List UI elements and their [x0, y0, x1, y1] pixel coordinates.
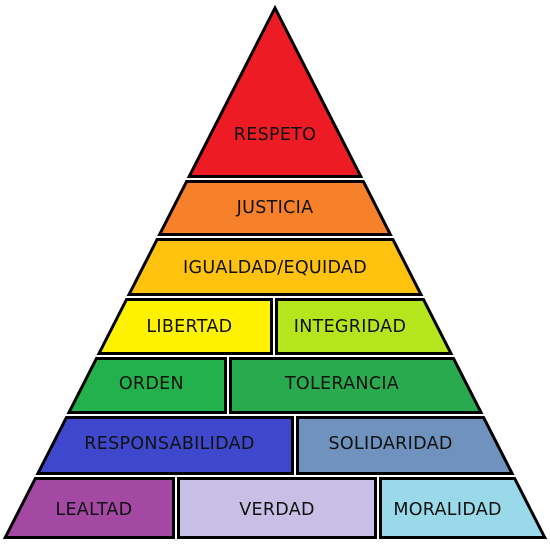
pyramid-block-verdad — [177, 477, 377, 539]
pyramid-block-lealtad — [2, 477, 175, 539]
pyramid-block-respeto — [186, 4, 364, 178]
pyramid-label-lealtad: LEALTAD — [55, 500, 132, 520]
pyramid-label-moralidad: MORALIDAD — [393, 500, 502, 520]
pyramid-label-igualdad-equidad: IGUALDAD/EQUIDAD — [183, 258, 367, 278]
pyramid-label-justicia: JUSTICIA — [236, 198, 314, 218]
pyramid-label-solidaridad: SOLIDARIDAD — [328, 434, 452, 454]
pyramid-label-verdad: VERDAD — [239, 500, 315, 520]
pyramid-label-integridad: INTEGRIDAD — [294, 317, 407, 337]
pyramid-block-tolerancia — [229, 357, 484, 414]
pyramid-block-justicia — [157, 180, 393, 236]
pyramid-block-libertad — [96, 298, 273, 355]
pyramid-block-solidaridad — [296, 416, 515, 475]
pyramid-label-responsabilidad: RESPONSABILIDAD — [84, 434, 254, 454]
pyramid-label-libertad: LIBERTAD — [146, 317, 232, 337]
pyramid-label-respeto: RESPETO — [234, 125, 317, 145]
pyramid-block-igualdad-equidad — [126, 238, 424, 296]
pyramid-block-orden — [66, 357, 227, 414]
pyramid-block-integridad — [275, 298, 454, 355]
pyramid-block-moralidad — [379, 477, 548, 539]
pyramid-block-responsabilidad — [35, 416, 294, 475]
pyramid-label-orden: ORDEN — [119, 374, 184, 394]
pyramid-label-tolerancia: TOLERANCIA — [284, 374, 399, 394]
